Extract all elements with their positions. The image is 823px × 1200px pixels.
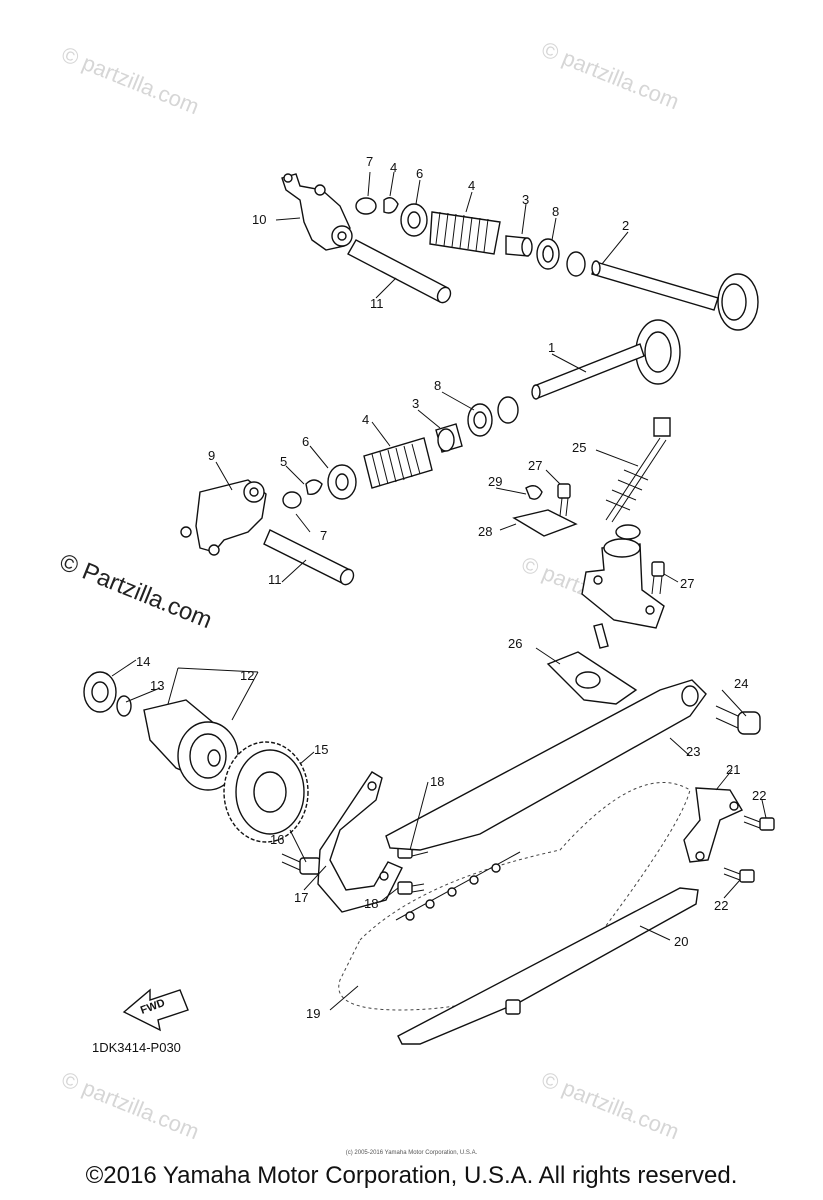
callout-15: 15 bbox=[314, 742, 328, 757]
spring-retainer-6-lower bbox=[327, 464, 357, 500]
intake-valve-1 bbox=[531, 319, 681, 400]
callout-3-upper: 3 bbox=[522, 192, 529, 207]
tensioner-body bbox=[581, 538, 665, 649]
valve-cotter-7-upper bbox=[355, 197, 377, 215]
callout-7-lower: 7 bbox=[320, 528, 327, 543]
valve-cotter-5-upper bbox=[383, 197, 399, 214]
spring-seat-8-upper bbox=[536, 238, 560, 270]
watermark-top-left: © partzilla.com bbox=[58, 41, 203, 119]
callout-5-upper: 4 bbox=[390, 160, 397, 175]
valve-cotter-5-lower bbox=[305, 479, 323, 495]
bolt-18-lower bbox=[397, 881, 425, 895]
rocker-arm-10 bbox=[281, 173, 353, 251]
plate-28 bbox=[512, 509, 578, 537]
callout-16: 16 bbox=[270, 832, 284, 847]
callout-12: 12 bbox=[240, 668, 254, 683]
callout-18-lower: 18 bbox=[364, 896, 378, 911]
small-print: (c) 2005-2016 Yamaha Motor Corporation, … bbox=[345, 1150, 478, 1156]
cam-sprocket-15 bbox=[223, 741, 309, 843]
guide-stopper-21 bbox=[683, 787, 744, 863]
bolt-22-lower bbox=[723, 867, 755, 883]
callout-17: 17 bbox=[294, 890, 308, 905]
chain-guide-20 bbox=[397, 887, 699, 1045]
callout-23: 23 bbox=[686, 744, 700, 759]
callout-3-lower: 3 bbox=[412, 396, 419, 411]
callout-4-upper: 4 bbox=[468, 178, 475, 193]
bolt-27-right bbox=[651, 561, 665, 595]
rocker-shaft-upper bbox=[347, 239, 452, 304]
lower-valve-assembly bbox=[180, 319, 681, 586]
leader-lines bbox=[111, 171, 767, 1011]
upper-valve-assembly bbox=[281, 173, 759, 331]
callout-27-upper: 27 bbox=[528, 458, 542, 473]
callout-5-lower: 5 bbox=[280, 454, 287, 469]
bearing-14 bbox=[83, 671, 117, 713]
callout-18-upper: 18 bbox=[430, 774, 444, 789]
valve-cotter-7-lower bbox=[282, 491, 302, 509]
o-ring-upper bbox=[566, 251, 586, 277]
stem-seal-3-upper bbox=[505, 235, 533, 257]
valve-spring-4-lower bbox=[363, 437, 433, 489]
exhaust-valve-2 bbox=[591, 260, 759, 331]
callout-7-upper: 7 bbox=[366, 154, 373, 169]
callout-6-upper: 6 bbox=[416, 166, 423, 181]
callout-20: 20 bbox=[674, 934, 688, 949]
bolt-24 bbox=[715, 705, 761, 735]
copyright-notice: ©2016 Yamaha Motor Corporation, U.S.A. A… bbox=[85, 1162, 738, 1189]
watermark-bottom-left: © partzilla.com bbox=[58, 1066, 203, 1144]
callout-22-lower: 22 bbox=[714, 898, 728, 913]
callout-29: 29 bbox=[488, 474, 502, 489]
watermark-main: © Partzilla.com bbox=[56, 549, 216, 635]
rocker-shaft-lower bbox=[263, 529, 355, 586]
callout-8-lower: 8 bbox=[434, 378, 441, 393]
valve-spring-4-upper bbox=[429, 211, 501, 255]
callout-10: 10 bbox=[252, 212, 266, 227]
callout-11-lower: 11 bbox=[268, 572, 282, 587]
spring-seat-8-lower bbox=[467, 403, 493, 437]
camshaft-assembly bbox=[83, 671, 429, 913]
cam-plate-17 bbox=[317, 771, 403, 913]
callout-28: 28 bbox=[478, 524, 492, 539]
callout-22-upper: 22 bbox=[752, 788, 766, 803]
circlip-13 bbox=[116, 695, 132, 717]
bolt-22-upper bbox=[743, 815, 775, 831]
spring-retainer-6-upper bbox=[400, 203, 428, 237]
callout-24: 24 bbox=[734, 676, 748, 691]
bolt-27-upper bbox=[557, 483, 571, 517]
rocker-arm-9 bbox=[180, 479, 267, 556]
callout-25: 25 bbox=[572, 440, 586, 455]
fwd-arrow: FWD bbox=[122, 988, 189, 1032]
cam-chain-19 bbox=[338, 782, 691, 1011]
tensioner-gasket-ring bbox=[615, 524, 641, 540]
callout-19: 19 bbox=[306, 1006, 320, 1021]
clip-29 bbox=[525, 485, 543, 500]
cam-chain-tensioner bbox=[512, 417, 671, 705]
callout-labels: 7 4 6 4 3 8 2 10 11 1 8 3 4 6 5 9 7 11 2… bbox=[136, 154, 766, 1021]
callout-9: 9 bbox=[208, 448, 215, 463]
bolt-16 bbox=[281, 853, 321, 875]
callout-14: 14 bbox=[136, 654, 150, 669]
callout-27-right: 27 bbox=[680, 576, 694, 591]
callout-26: 26 bbox=[508, 636, 522, 651]
tensioner-bolt-25 bbox=[605, 417, 671, 523]
watermark-top-right: © partzilla.com bbox=[538, 36, 683, 114]
callout-2: 2 bbox=[622, 218, 629, 233]
callout-11-upper: 11 bbox=[370, 296, 384, 311]
callout-6-lower: 6 bbox=[302, 434, 309, 449]
callout-1: 1 bbox=[548, 340, 555, 355]
callout-4-lower: 4 bbox=[362, 412, 369, 427]
callout-21: 21 bbox=[726, 762, 740, 777]
callout-8-upper: 8 bbox=[552, 204, 559, 219]
chain-and-guides bbox=[338, 679, 775, 1045]
o-ring-lower bbox=[497, 396, 519, 424]
watermark-bottom-right: © partzilla.com bbox=[538, 1066, 683, 1144]
tensioner-guide-23 bbox=[385, 679, 707, 851]
callout-13: 13 bbox=[150, 678, 164, 693]
camshaft-12 bbox=[143, 699, 239, 791]
stem-seal-3-lower bbox=[435, 423, 463, 453]
diagram-code: 1DK3414-P030 bbox=[92, 1040, 181, 1055]
tensioner-gasket-26 bbox=[546, 651, 638, 705]
